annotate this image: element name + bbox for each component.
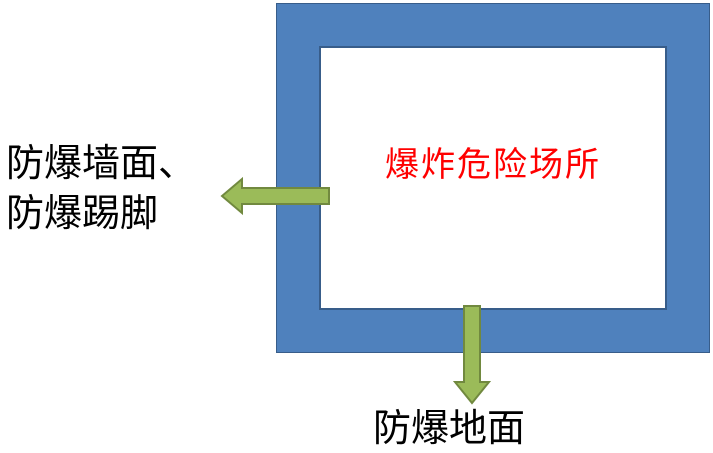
floor-label: 防爆地面 (373, 406, 526, 450)
left-arrow-icon (220, 176, 330, 216)
down-arrow-icon (452, 305, 492, 405)
hazardous-area-label: 爆炸危险场所 (385, 145, 601, 185)
wall-and-skirting-label: 防爆墙面、 防爆踢脚 (6, 138, 196, 238)
wall-label-line1: 防爆墙面、 (6, 141, 197, 185)
hazardous-area-box (319, 46, 667, 310)
wall-label-line2: 防爆踢脚 (6, 191, 159, 235)
